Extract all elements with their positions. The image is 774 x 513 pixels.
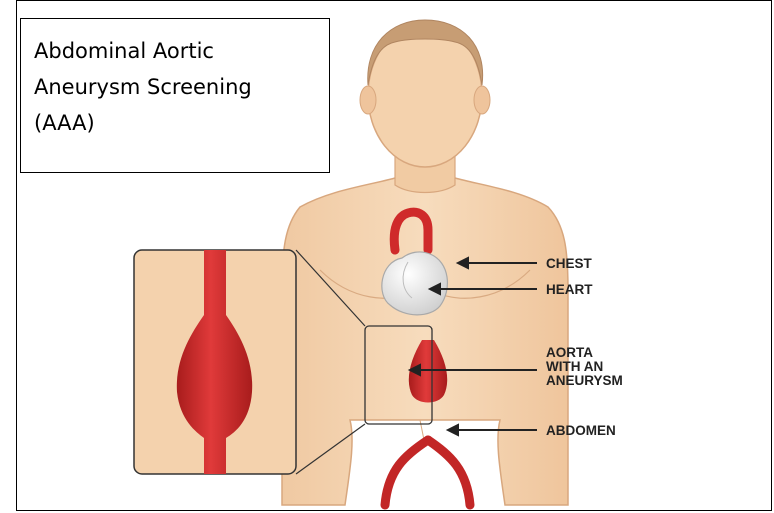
title-line-1: Abdominal Aortic — [34, 33, 329, 69]
title-line-3: (AAA) — [34, 105, 329, 141]
head — [360, 20, 490, 167]
label-aorta-line2: WITH AN — [546, 359, 603, 374]
title-line-2: Aneurysm Screening — [34, 69, 329, 105]
label-heart: HEART — [546, 282, 593, 297]
label-chest: CHEST — [546, 256, 593, 271]
label-abdomen: ABDOMEN — [546, 423, 616, 438]
label-aorta-line1: AORTA — [546, 345, 593, 360]
label-aorta-line3: ANEURYSM — [546, 373, 623, 388]
title-box: Abdominal Aortic Aneurysm Screening (AAA… — [20, 18, 330, 173]
